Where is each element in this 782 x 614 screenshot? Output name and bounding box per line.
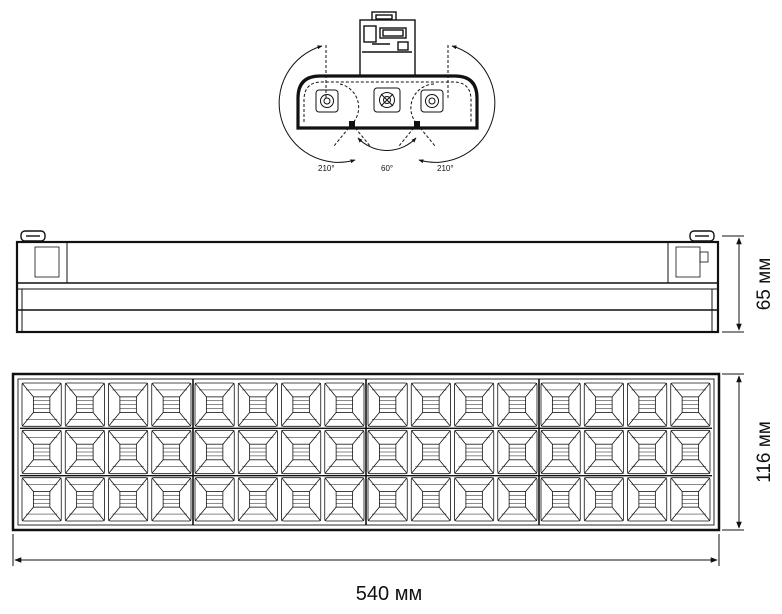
louvre-cell (324, 477, 365, 522)
louvre-cell (324, 382, 365, 427)
louvre-cell (583, 477, 624, 522)
louvre-cell (21, 477, 62, 522)
louvre-cell (64, 477, 105, 522)
louvre-cell (151, 477, 192, 522)
lamp-body-profile (296, 45, 479, 147)
louvre-cell (670, 382, 711, 427)
louvre-cell (540, 477, 581, 522)
louvre-cell (324, 429, 365, 475)
front-view: 116 мм (11, 372, 775, 532)
louvre-cell (410, 382, 451, 427)
louvre-cell (237, 477, 278, 522)
louvre-cell (454, 477, 495, 522)
dimension-length (12, 534, 720, 566)
louvre-cell (627, 477, 668, 522)
louvre-cell (194, 382, 235, 427)
louvre-cell (151, 429, 192, 475)
louvre-cell (410, 477, 451, 522)
rotation-arcs (278, 45, 496, 164)
louvre-cell (108, 477, 149, 522)
dimension-label-116: 116 мм (754, 421, 775, 483)
louvre-cell (497, 429, 538, 475)
angle-label-right: 210° (437, 164, 454, 173)
end-view: 210° 60° 210° (278, 11, 496, 173)
louvre-cell (367, 429, 408, 475)
side-view: 65 мм (15, 230, 775, 334)
light-module-right (420, 89, 444, 113)
louvre-cell (151, 382, 192, 427)
louvre-cell (410, 429, 451, 475)
louvre-cell (64, 382, 105, 427)
louvre-cell (367, 382, 408, 427)
dimension-height-side (722, 235, 744, 333)
track-adapter (359, 11, 416, 77)
side-end-cap-right (689, 230, 715, 242)
angle-label-left: 210° (318, 164, 335, 173)
louvre-cell (281, 477, 322, 522)
louvre-cell (21, 382, 62, 427)
light-module-center (373, 87, 401, 113)
louvre-cell (454, 429, 495, 475)
louvre-cell (670, 477, 711, 522)
louvre-cell (64, 429, 105, 475)
louvre-cell (194, 477, 235, 522)
louvre-cell (281, 382, 322, 427)
louvre-cell (367, 477, 408, 522)
side-body (15, 240, 720, 334)
louvre-cell (454, 382, 495, 427)
dimension-label-540: 540 мм (356, 583, 422, 605)
louvre-grid (20, 379, 712, 525)
light-module-left (315, 89, 339, 113)
louvre-cell (237, 382, 278, 427)
louvre-cell (583, 382, 624, 427)
dimension-height-front (722, 373, 744, 531)
louvre-cell (108, 382, 149, 427)
side-end-cap-left (20, 230, 46, 242)
louvre-cell (194, 429, 235, 475)
louvre-cell (108, 429, 149, 475)
louvre-cell (583, 429, 624, 475)
louvre-cell (670, 429, 711, 475)
louvre-cell (540, 429, 581, 475)
louvre-cell (281, 429, 322, 475)
angle-label-middle: 60° (381, 164, 393, 173)
louvre-cell (497, 477, 538, 522)
louvre-cell (237, 429, 278, 475)
louvre-cell (540, 382, 581, 427)
dimension-label-65: 65 мм (754, 258, 775, 311)
louvre-cell (21, 429, 62, 475)
louvre-cell (497, 382, 538, 427)
louvre-cell (627, 429, 668, 475)
louvre-cell (627, 382, 668, 427)
